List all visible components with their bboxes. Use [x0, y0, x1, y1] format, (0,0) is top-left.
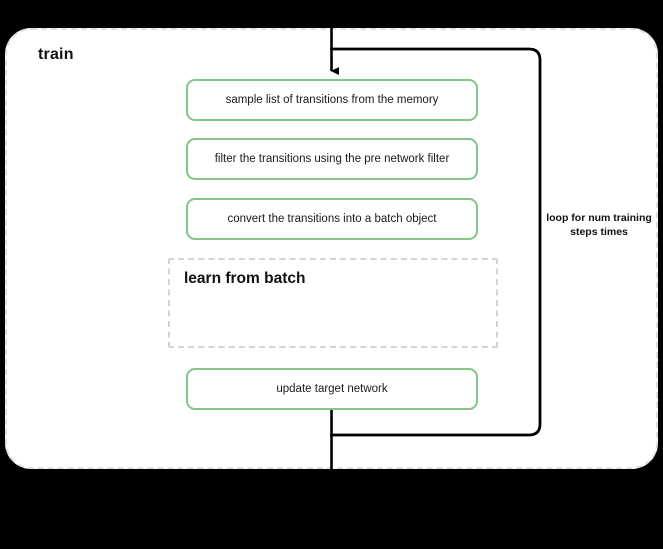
step-update-target-network[interactable]: update target network: [186, 368, 478, 410]
step-label: update target network: [276, 383, 388, 395]
subprocess-label: learn from batch: [184, 270, 306, 287]
step-learn-from-batch[interactable]: learn from batch: [168, 258, 498, 348]
step-filter-transitions[interactable]: filter the transitions using the pre net…: [186, 138, 478, 180]
step-label: sample list of transitions from the memo…: [225, 94, 439, 106]
step-label: convert the transitions into a batch obj…: [227, 213, 437, 225]
step-convert-batch[interactable]: convert the transitions into a batch obj…: [186, 198, 478, 240]
step-sample-transitions[interactable]: sample list of transitions from the memo…: [186, 79, 478, 121]
step-label: filter the transitions using the pre net…: [214, 153, 450, 165]
loop-caption: loop for num training steps times: [546, 212, 652, 238]
page-title: train: [38, 46, 74, 63]
